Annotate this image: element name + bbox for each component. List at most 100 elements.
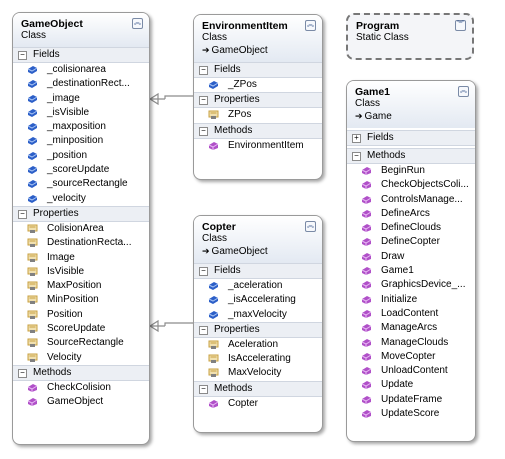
method-item[interactable]: UnloadContent: [347, 364, 475, 378]
method-item[interactable]: ManageArcs: [347, 321, 475, 335]
property-icon: [27, 267, 38, 277]
minus-icon[interactable]: −: [199, 66, 208, 75]
method-item[interactable]: BeginRun: [347, 164, 475, 178]
property-item[interactable]: Velocity: [13, 351, 149, 365]
minus-icon[interactable]: −: [199, 126, 208, 136]
method-item[interactable]: GameObject: [13, 395, 149, 409]
property-item[interactable]: MaxVelocity: [194, 366, 322, 380]
field-item[interactable]: _velocity: [13, 192, 149, 206]
method-item[interactable]: UpdateScore: [347, 407, 475, 421]
property-item[interactable]: Aceleration: [194, 338, 322, 352]
method-name: GraphicsDevice_...: [381, 279, 466, 291]
class-header[interactable]: Game1 Class ➔Game ︽: [347, 81, 475, 128]
method-item[interactable]: DefineClouds: [347, 221, 475, 235]
property-item[interactable]: SourceRectangle: [13, 336, 149, 350]
field-item[interactable]: _scoreUpdate: [13, 163, 149, 177]
double-chevron-up-icon[interactable]: ︽: [305, 221, 316, 232]
field-item[interactable]: _minposition: [13, 134, 149, 148]
method-item[interactable]: DefineCopter: [347, 235, 475, 249]
property-item[interactable]: IsVisible: [13, 265, 149, 279]
arrow-right-icon: ➔: [355, 111, 363, 121]
method-item[interactable]: Game1: [347, 264, 475, 278]
fields-section-header[interactable]: −Fields: [13, 47, 149, 63]
method-item[interactable]: Initialize: [347, 293, 475, 307]
field-item[interactable]: _maxposition: [13, 120, 149, 134]
field-item[interactable]: _maxVelocity: [194, 308, 322, 322]
property-icon: [208, 354, 219, 364]
double-chevron-down-icon[interactable]: ︾: [455, 20, 466, 31]
class-box-gameobject[interactable]: GameObject Class ︽ −Fields _colisionarea…: [12, 12, 150, 445]
method-name: Update: [381, 379, 414, 391]
double-chevron-up-icon[interactable]: ︽: [458, 86, 469, 97]
property-item[interactable]: MaxPosition: [13, 279, 149, 293]
property-item[interactable]: IsAccelerating: [194, 352, 322, 366]
property-item[interactable]: Position: [13, 308, 149, 322]
property-item[interactable]: MinPosition: [13, 293, 149, 307]
field-item[interactable]: _sourceRectangle: [13, 177, 149, 191]
property-item[interactable]: ScoreUpdate: [13, 322, 149, 336]
base-class: ➔GameObject: [202, 45, 268, 56]
fields-section-header[interactable]: −Fields: [194, 62, 322, 78]
methods-section-header[interactable]: −Methods: [13, 364, 149, 381]
environmentitem-inheritance-line: [164, 95, 193, 99]
field-item[interactable]: _ZPos: [194, 78, 322, 92]
methods-section-header[interactable]: −Methods: [194, 380, 322, 397]
method-item[interactable]: CheckObjectsColi...: [347, 178, 475, 192]
method-item[interactable]: DefineArcs: [347, 207, 475, 221]
class-box-game1[interactable]: Game1 Class ➔Game ︽ +Fields −Methods Beg…: [346, 80, 476, 442]
method-item[interactable]: Draw: [347, 250, 475, 264]
property-item[interactable]: ColisionArea: [13, 222, 149, 236]
method-item[interactable]: MoveCopter: [347, 350, 475, 364]
class-header[interactable]: Copter Class ➔GameObject ︽: [194, 216, 322, 263]
field-item[interactable]: _isVisible: [13, 106, 149, 120]
method-item[interactable]: EnvironmentItem: [194, 139, 322, 153]
property-item[interactable]: ZPos: [194, 108, 322, 122]
field-item[interactable]: _destinationRect...: [13, 77, 149, 91]
minus-icon[interactable]: −: [199, 96, 208, 106]
double-chevron-up-icon[interactable]: ︽: [305, 20, 316, 31]
class-box-program[interactable]: Program Static Class ︾: [346, 13, 474, 60]
arrow-right-icon: ➔: [202, 246, 210, 256]
method-item[interactable]: CheckColision: [13, 381, 149, 395]
field-name: _maxVelocity: [228, 308, 287, 320]
property-item[interactable]: DestinationRecta...: [13, 236, 149, 250]
method-item[interactable]: ManageClouds: [347, 336, 475, 350]
double-chevron-up-icon[interactable]: ︽: [132, 18, 143, 29]
methods-section-header[interactable]: −Methods: [194, 122, 322, 139]
class-box-copter[interactable]: Copter Class ➔GameObject ︽ −Fields _acel…: [193, 215, 323, 433]
field-icon: [208, 281, 219, 291]
minus-icon[interactable]: −: [199, 384, 208, 394]
minus-icon[interactable]: −: [18, 51, 27, 60]
fields-section-header[interactable]: −Fields: [194, 263, 322, 279]
properties-section-header[interactable]: −Properties: [194, 92, 322, 109]
method-item[interactable]: Copter: [194, 397, 322, 411]
properties-section-header[interactable]: −Properties: [13, 205, 149, 222]
minus-icon[interactable]: −: [18, 368, 27, 378]
method-item[interactable]: GraphicsDevice_...: [347, 278, 475, 292]
method-item[interactable]: LoadContent: [347, 307, 475, 321]
class-header[interactable]: GameObject Class ︽: [13, 13, 149, 47]
property-item[interactable]: Image: [13, 251, 149, 265]
method-item[interactable]: Update: [347, 378, 475, 392]
field-name: _position: [47, 149, 88, 161]
minus-icon[interactable]: −: [352, 152, 361, 161]
methods-section-header[interactable]: −Methods: [347, 148, 475, 164]
minus-icon[interactable]: −: [199, 325, 208, 335]
fields-section-header[interactable]: +Fields: [347, 130, 475, 146]
field-item[interactable]: _colisionarea: [13, 63, 149, 77]
field-item[interactable]: _isAccelerating: [194, 293, 322, 307]
class-header[interactable]: Program Static Class ︾: [348, 15, 472, 49]
class-box-environmentitem[interactable]: EnvironmentItem Class ➔GameObject ︽ −Fie…: [193, 14, 323, 180]
method-item[interactable]: ControlsManage...: [347, 193, 475, 207]
minus-icon[interactable]: −: [18, 209, 27, 219]
field-item[interactable]: _image: [13, 92, 149, 106]
properties-section-header[interactable]: −Properties: [194, 321, 322, 338]
method-item[interactable]: UpdateFrame: [347, 393, 475, 407]
field-icon: [27, 179, 38, 189]
field-item[interactable]: _position: [13, 149, 149, 163]
plus-icon[interactable]: +: [352, 134, 361, 143]
minus-icon[interactable]: −: [199, 267, 208, 276]
property-icon: [27, 353, 38, 363]
field-item[interactable]: _aceleration: [194, 279, 322, 293]
class-header[interactable]: EnvironmentItem Class ➔GameObject ︽: [194, 15, 322, 62]
